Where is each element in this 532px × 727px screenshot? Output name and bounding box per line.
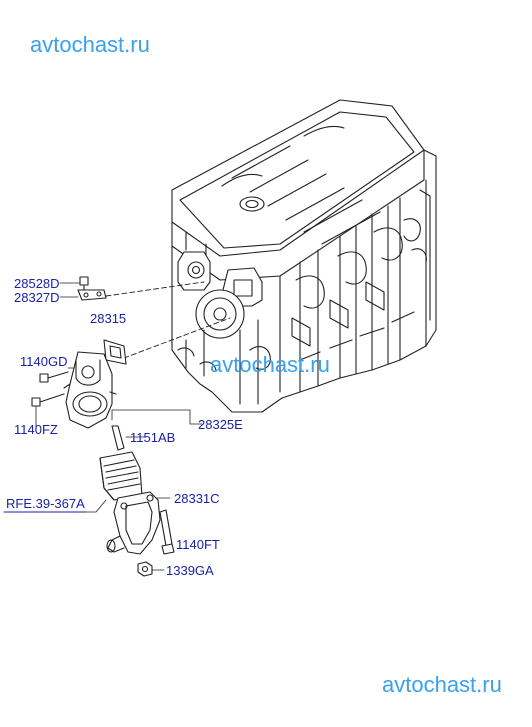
part-label-1151ab: 1151AB <box>130 430 176 445</box>
part-label-1140fz: 1140FZ <box>14 422 58 437</box>
part-label-28315: 28315 <box>90 311 127 326</box>
watermark-top: avtochast.ru <box>30 32 150 57</box>
part-label-28327d: 28327D <box>14 290 60 305</box>
bolt-1140ft <box>159 509 175 555</box>
reference-link[interactable]: RFE.39-367A <box>6 496 85 511</box>
thermostat-housing-28325e <box>63 351 117 429</box>
engine-block <box>171 99 437 413</box>
part-label-1339ga: 1339GA <box>166 563 214 578</box>
part-label-28325e: 28325E <box>198 417 243 432</box>
part-label-28528d: 28528D <box>14 276 60 291</box>
bolt-1140gd <box>39 371 69 383</box>
plate-28327d <box>77 289 107 301</box>
assembly-guide-lines <box>105 281 231 359</box>
watermark-middle: avtochast.ru <box>210 352 330 377</box>
gasket-28315 <box>103 339 127 365</box>
thermostat-element <box>99 451 143 501</box>
part-label-1140gd: 1140GD <box>20 354 68 369</box>
thermostat-cover-28331c <box>106 491 161 555</box>
part-label-28331c: 28331C <box>174 491 220 506</box>
stud-1151ab <box>111 425 125 451</box>
watermark-bottom: avtochast.ru <box>382 672 502 697</box>
part-label-1140ft: 1140FT <box>176 537 220 552</box>
bolt-1140fz <box>31 393 65 407</box>
nut-1339ga <box>137 561 153 577</box>
